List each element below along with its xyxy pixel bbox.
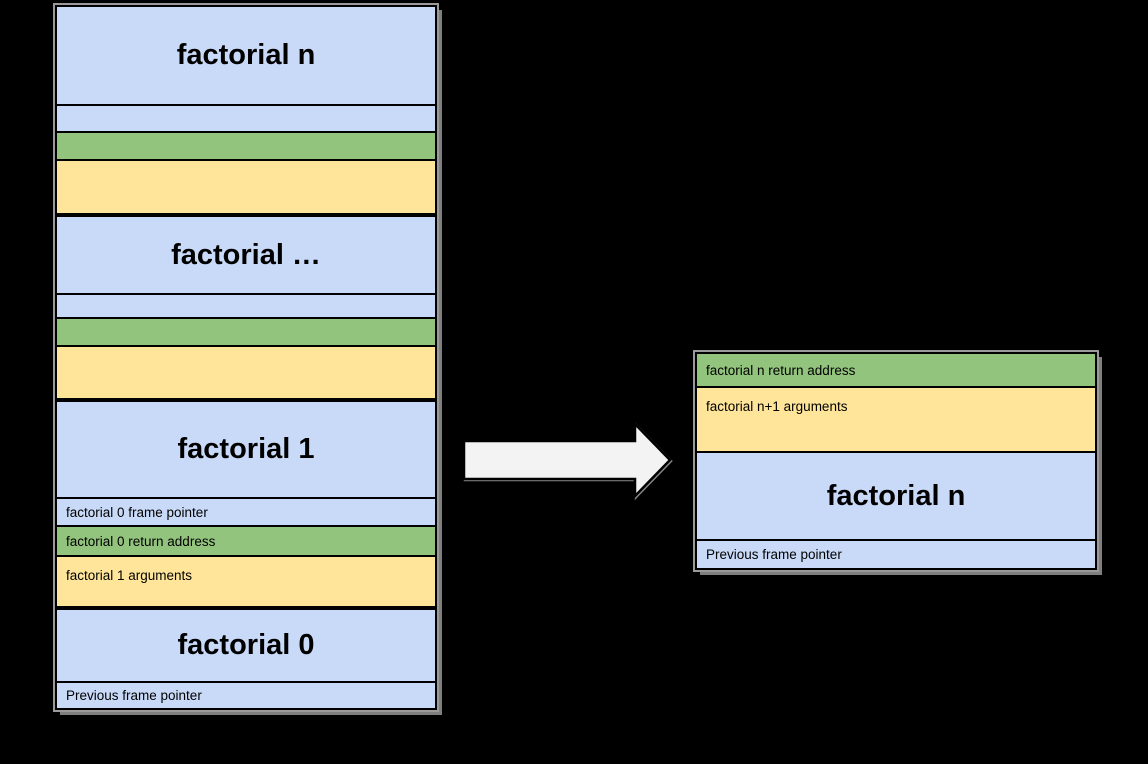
stack-row-label: factorial n <box>826 479 966 512</box>
stack-row: factorial n return address <box>697 354 1095 386</box>
optimized-single-frame-diagram: factorial n return address factorial n+1 … <box>693 350 1099 572</box>
stack-row <box>57 347 435 398</box>
stack-row-label: factorial … <box>171 238 321 271</box>
stack-row-label: Previous frame pointer <box>706 547 842 562</box>
stack-row: factorial 0 frame pointer <box>57 499 435 525</box>
stack-row <box>57 106 435 131</box>
stack-row: factorial n <box>697 453 1095 539</box>
stack-row-label: factorial n return address <box>706 362 856 378</box>
stack-row-label: factorial 1 <box>177 433 315 465</box>
right-arrow-shape <box>462 420 672 500</box>
stack-row: factorial 1 <box>57 402 435 497</box>
stack-row-label: factorial n+1 arguments <box>706 399 848 414</box>
stack-row-label: factorial 1 arguments <box>66 568 193 583</box>
stack-row <box>57 133 435 159</box>
transform-right-arrow-icon <box>460 418 674 502</box>
stack-row: factorial … <box>57 217 435 293</box>
stack-row-label: factorial 0 return address <box>66 533 216 549</box>
stack-row: factorial 0 return address <box>57 527 435 555</box>
stack-row-label: factorial n <box>176 39 316 71</box>
stack-row: factorial 1 arguments <box>57 557 435 606</box>
stack-row <box>57 319 435 345</box>
stack-row: factorial n+1 arguments <box>697 388 1095 451</box>
stack-row <box>57 161 435 213</box>
stack-row-label: factorial 0 frame pointer <box>66 504 208 520</box>
stack-row-label: Previous frame pointer <box>66 688 202 703</box>
stack-row-label: factorial 0 <box>177 629 315 661</box>
stack-row: factorial 0 <box>57 610 435 681</box>
stack-row: Previous frame pointer <box>57 683 435 708</box>
stack-row: Previous frame pointer <box>697 541 1095 568</box>
stack-row <box>57 295 435 317</box>
stack-row: factorial n <box>57 7 435 104</box>
recursive-call-stack-diagram: factorial n factorial … factorial 1 factori… <box>53 3 439 712</box>
